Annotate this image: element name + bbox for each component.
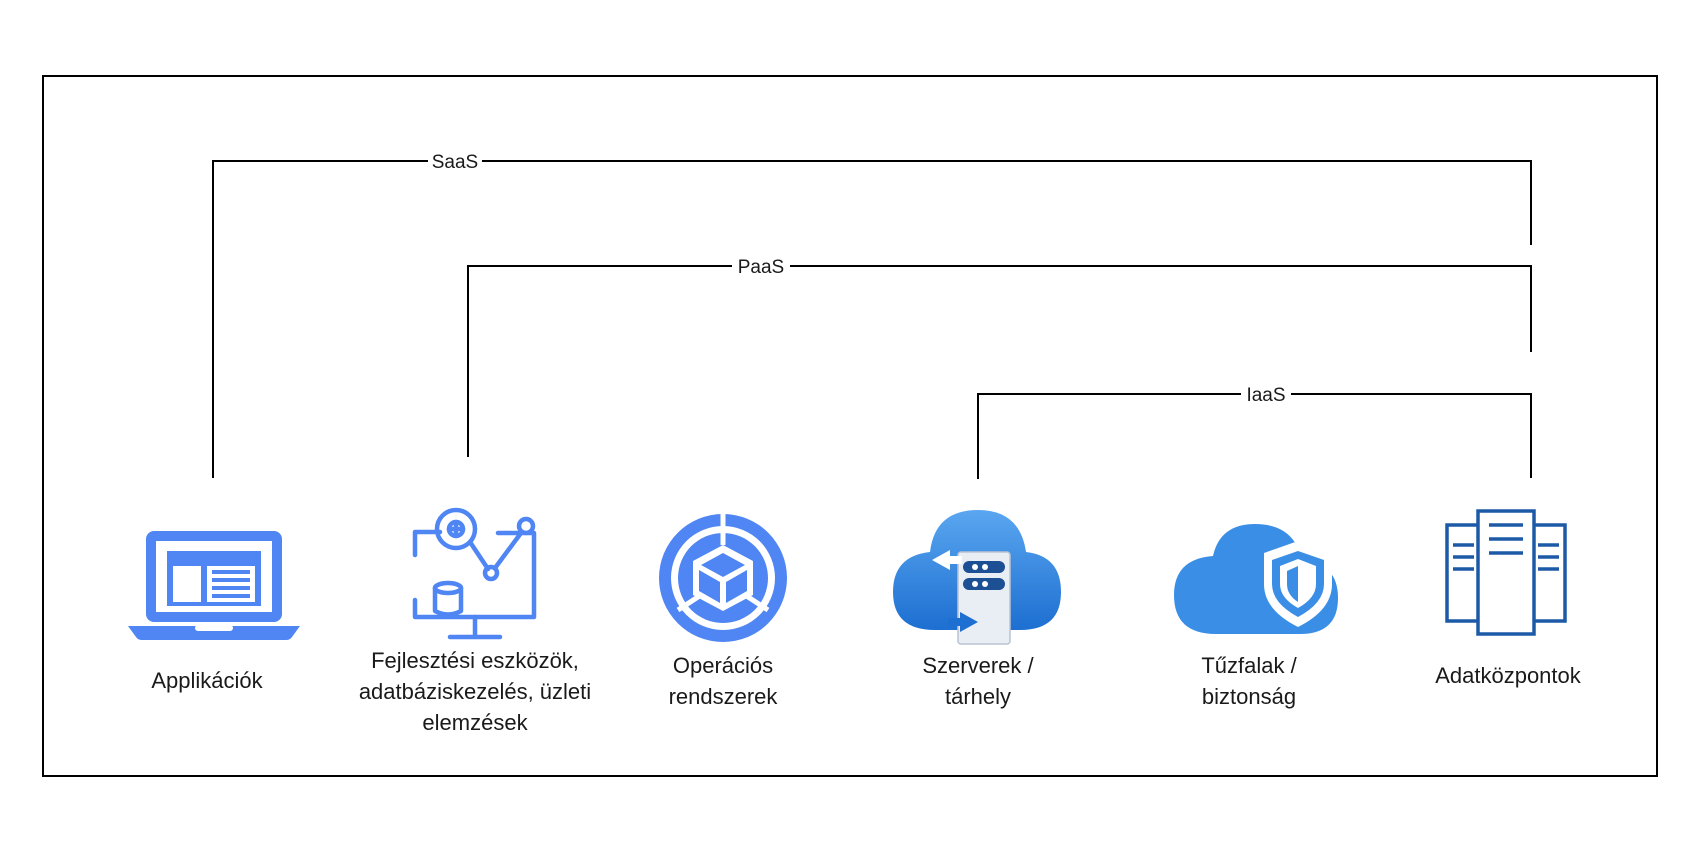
component-label-firewall-line1: Tűzfalak / xyxy=(1201,653,1297,678)
component-label-dev-line1: Fejlesztési eszközök, xyxy=(371,648,579,673)
datacenter-icon xyxy=(1445,509,1567,636)
saas-bracket: SaaS xyxy=(212,150,1532,478)
paas-connector xyxy=(467,265,1532,457)
paas-label: PaaS xyxy=(738,257,784,278)
paas-label-bg xyxy=(732,255,790,277)
diagram-frame xyxy=(42,75,1658,777)
analytics-dev-tools-icon xyxy=(412,507,537,640)
component-label-dev-line3: elemzések xyxy=(422,710,528,735)
cloud-server-icon xyxy=(893,510,1061,645)
component-label-servers-line1: Szerverek / xyxy=(922,653,1034,678)
iaas-label-bg xyxy=(1241,383,1291,405)
saas-label-bg xyxy=(428,150,482,172)
operating-system-icon xyxy=(659,514,787,642)
component-label-os-line2: rendszerek xyxy=(669,684,779,709)
component-label-datacenters: Adatközpontok xyxy=(1435,663,1582,688)
saas-connector xyxy=(212,160,1532,478)
component-label-apps: Applikációk xyxy=(151,668,263,693)
iaas-bracket: IaaS xyxy=(977,383,1532,479)
component-label-firewall-line2: biztonság xyxy=(1202,684,1296,709)
component-label-dev-line2: adatbáziskezelés, üzleti xyxy=(359,679,591,704)
iaas-label: IaaS xyxy=(1246,385,1285,406)
cloud-shield-icon xyxy=(1174,524,1338,634)
component-label-servers-line2: tárhely xyxy=(945,684,1011,709)
paas-bracket: PaaS xyxy=(467,255,1532,457)
laptop-app-icon xyxy=(128,531,300,640)
component-label-os-line1: Operációs xyxy=(673,653,773,678)
saas-label: SaaS xyxy=(432,152,478,173)
